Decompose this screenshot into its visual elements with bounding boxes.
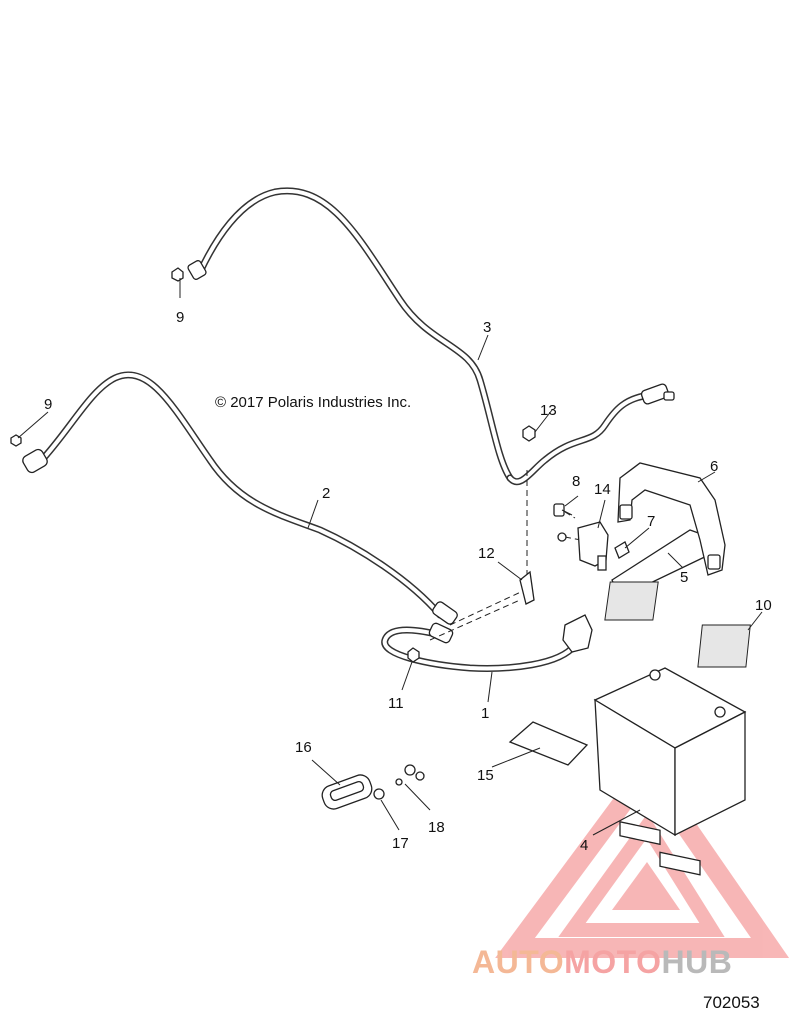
callout-8: 8 [572,473,580,490]
watermark-part-hub: HUB [661,944,733,980]
bolt-8 [553,503,573,517]
cable-3 [187,187,675,486]
callout-11: 11 [388,695,404,712]
callout-2: 2 [322,485,330,502]
callout-1: 1 [481,705,489,722]
callout-4: 4 [580,837,588,854]
cable-1 [381,614,593,672]
watermark-part-moto: MOTO [564,944,662,980]
nut-18c [415,771,425,781]
callout-7: 7 [647,513,655,530]
nut-18a [395,778,403,786]
callout-18: 18 [428,819,445,836]
callout-3: 3 [483,319,491,336]
battery-4 [593,667,747,876]
callout-9-upper: 9 [176,309,184,326]
watermark-brand-text: AUTOMOTOHUB [472,944,732,981]
nut-13 [522,425,536,442]
nut-18b [404,764,416,776]
nut-9-upper [171,267,184,282]
strap-6 [617,462,726,576]
copyright-text: © 2017 Polaris Industries Inc. [215,394,411,411]
callout-15: 15 [477,767,494,784]
callout-16: 16 [295,739,312,756]
clip-12 [519,570,535,605]
callout-12: 12 [478,545,495,562]
reference-number: 702053 [703,993,760,1012]
label-15 [508,721,589,766]
washer-17 [373,788,385,800]
relay-14 [557,521,609,571]
callout-14: 14 [594,481,611,498]
callout-6: 6 [710,458,718,475]
callout-13: 13 [540,402,557,419]
callout-17: 17 [392,835,409,852]
callout-5: 5 [680,569,688,586]
nut-11 [407,647,420,663]
callout-9-left: 9 [44,396,52,413]
callout-10: 10 [755,597,772,614]
label-10 [697,624,751,668]
cover-16 [321,774,373,810]
cable-2 [22,371,458,625]
watermark-logo [495,752,790,958]
clip-7 [614,541,630,559]
pad-unlabeled [604,581,659,621]
watermark-part-auto: AUTO [472,944,565,980]
